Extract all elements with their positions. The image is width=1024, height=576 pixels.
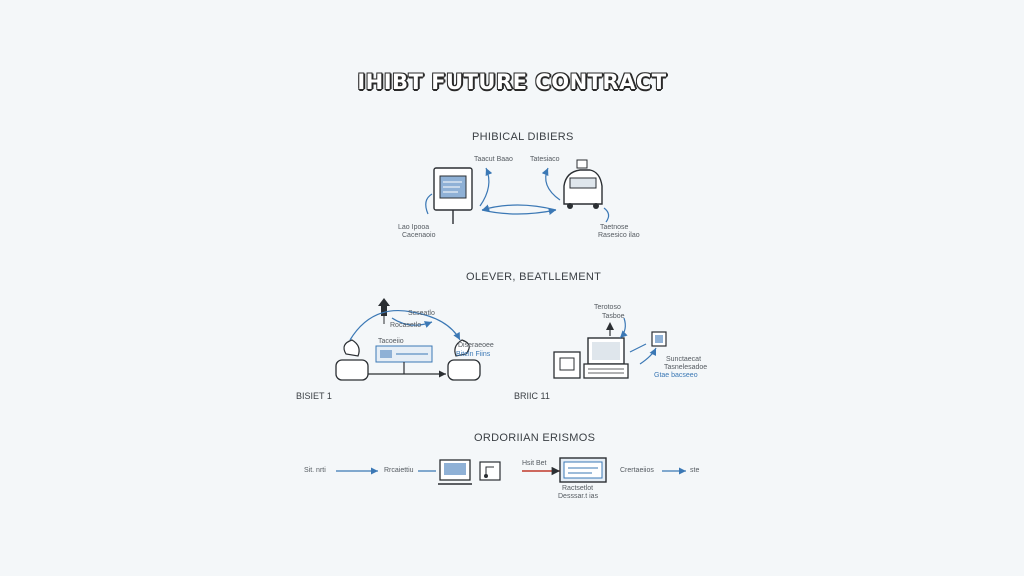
settlement-heading: OLEVER, BEATLLEMENT [466,271,602,283]
physical-right-bottom-label-1: Taetnose [600,224,629,231]
physical-heading: PHIBICAL DIBIERS [472,131,574,143]
physical-left-bottom-label-1: Lao Ipooa [398,224,430,231]
ordering-box-label-1: Ractsetlot [562,485,594,492]
settlement-left-arrows [349,310,461,378]
ordering-flow [336,457,686,485]
physical-left-device-icon [433,167,473,224]
settlement-right-label-5: Gtae bacseeo [654,372,698,379]
settlement-right-caption: BRIIC 11 [514,391,550,401]
ordering-box-label-2: Desssar.t ias [558,493,599,500]
settlement-left-label-4: Tacoeiio [378,338,404,345]
ordering-flow-label-3: Hsit Bet [522,460,547,467]
settlement-left-cycle [335,298,481,381]
settlement-left-label-5: Biteln Fiins [456,351,491,358]
settlement-left-label-1: Scseatlo [408,310,435,317]
ordering-flow-label-5: ste [690,467,700,474]
diagram-title: IHIBT FUTURE CONTRACT [357,70,667,94]
physical-right-bottom-label-2: Rasesico ilao [598,232,640,239]
settlement-right-computer-icon [553,322,667,379]
settlement-right-arrows [619,317,657,365]
settlement-right-label-4: Tasnelesadoe [664,364,708,371]
ordering-flow-label-2: Rrcaiettiu [384,467,414,474]
ordering-heading: ORDORIIAN ERISMOS [474,432,596,444]
physical-left-top-label: Taacut Baao [474,156,513,163]
settlement-left-caption: BISIET 1 [296,391,332,401]
settlement-right-label-1: Terotoso [594,304,621,311]
physical-left-bottom-label-2: Cacenaoio [402,232,436,239]
settlement-right-label-2: Tasboe [602,313,625,320]
settlement-left-label-2: Rocasetlo [390,322,422,329]
settlement-right-label-3: Sunctaecat [666,356,702,363]
physical-arrows [425,167,610,223]
ordering-flow-label-4: Crertaeiios [620,467,654,474]
ordering-flow-label-1: Sit. nrti [304,467,326,474]
settlement-left-label-3: Diseraeoee [458,342,494,349]
physical-right-top-label: Tatesiaco [530,156,560,163]
physical-right-vehicle-icon [563,159,603,209]
